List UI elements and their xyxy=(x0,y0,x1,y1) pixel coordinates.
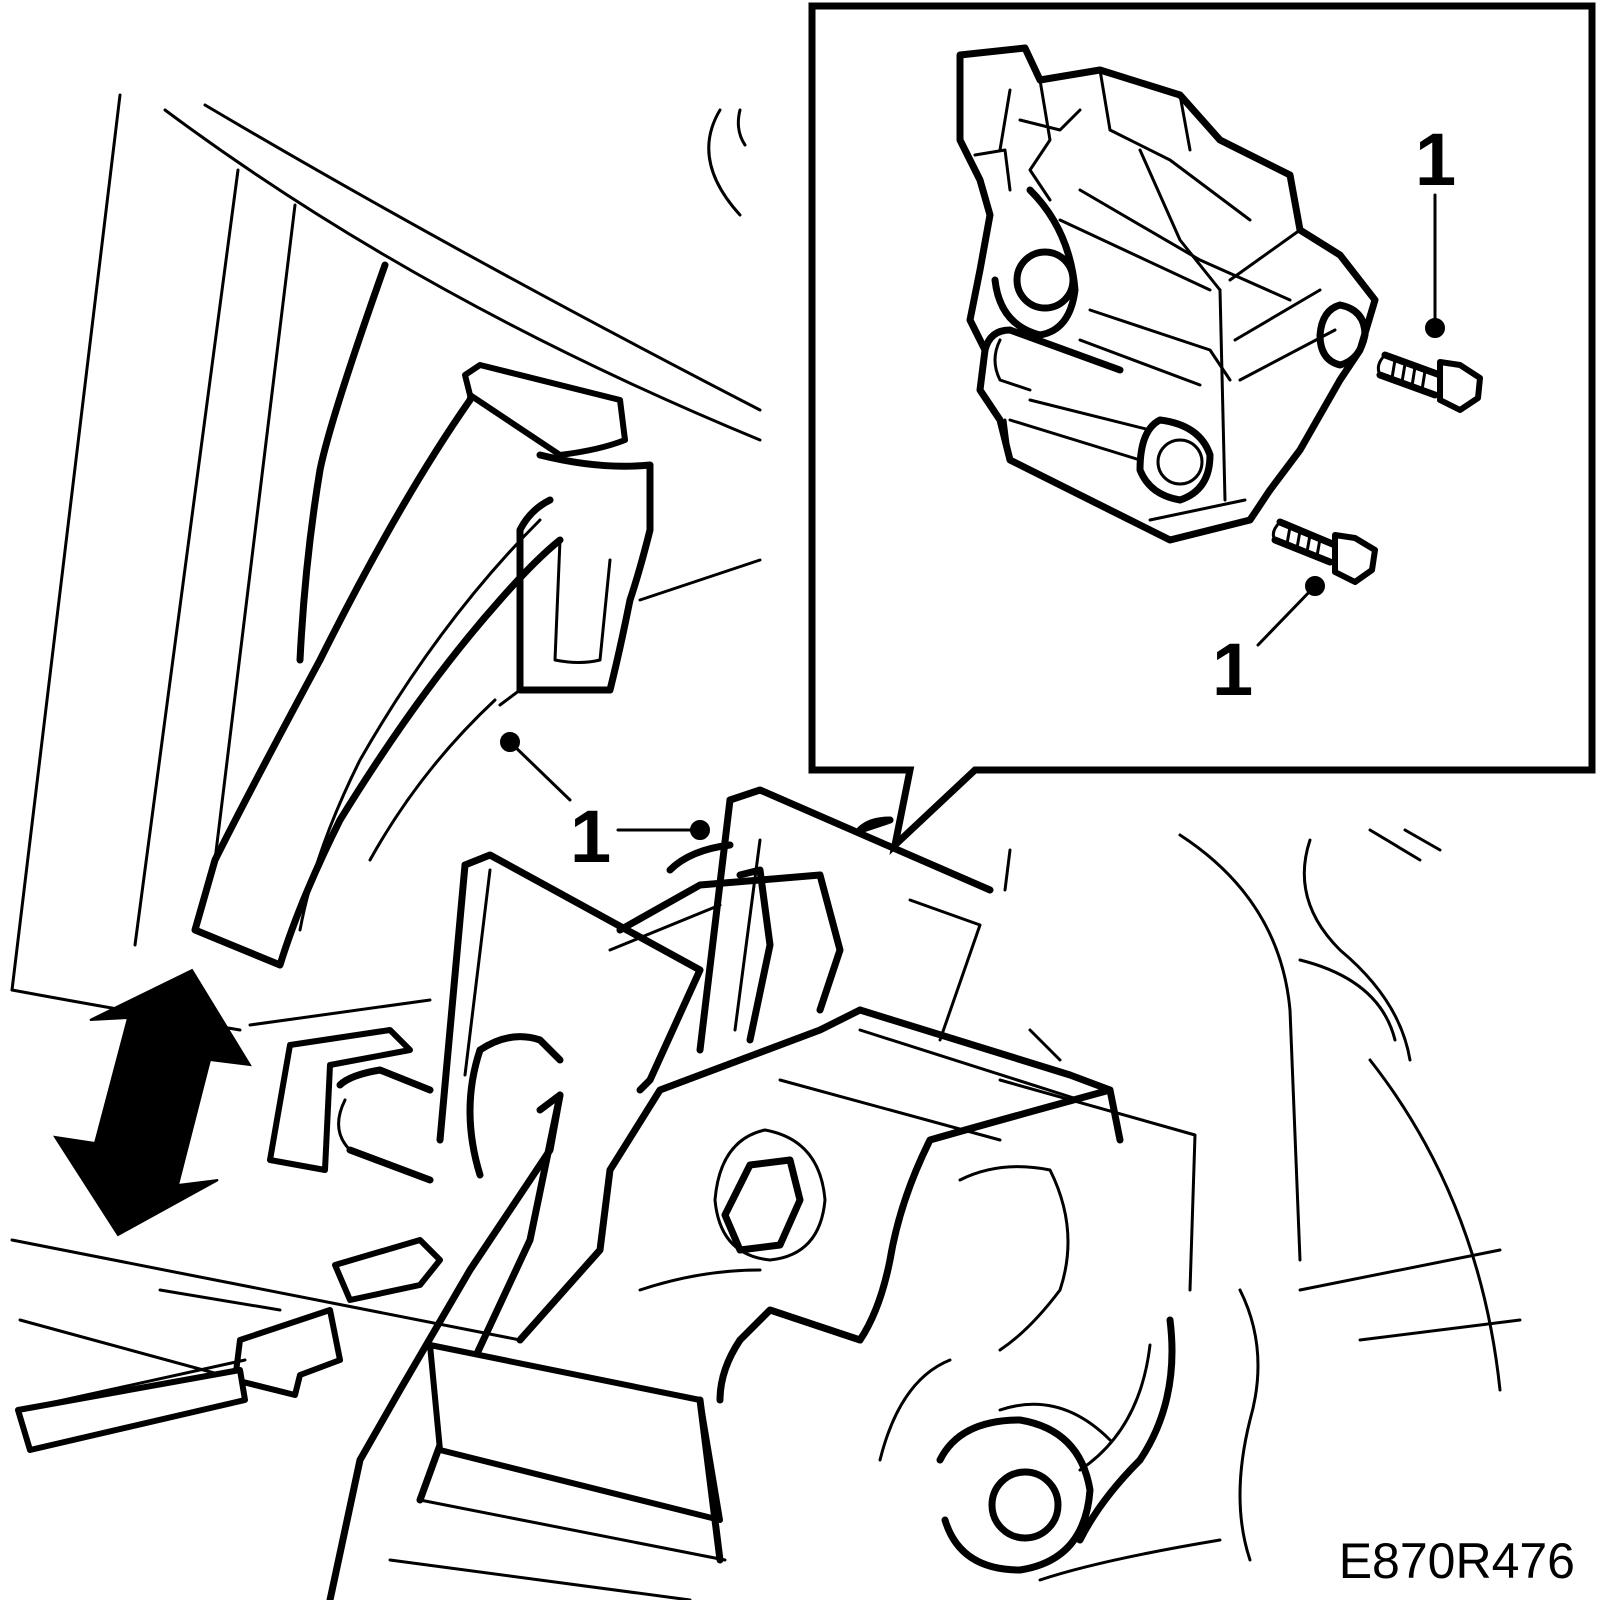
main-assembly-view: 1 xyxy=(10,93,1522,1600)
frame-lines xyxy=(10,93,762,1032)
support-bracket xyxy=(191,261,654,969)
up-down-arrow xyxy=(52,968,252,1237)
callout-label-inset-bottom: 1 xyxy=(1212,628,1253,711)
mount-mechanism xyxy=(10,786,1522,1600)
screw-upper xyxy=(1376,351,1483,413)
screw-lower xyxy=(1271,518,1378,585)
callout-label-inset-top: 1 xyxy=(1415,118,1456,201)
actuator-module xyxy=(956,44,1379,544)
figure-code: E870R476 xyxy=(1339,1533,1575,1589)
main-callout-leaders xyxy=(500,732,710,840)
callout-label-main: 1 xyxy=(570,795,611,878)
inset-detail-view: 1 1 xyxy=(808,2,1596,856)
inset-frame xyxy=(808,2,1596,856)
inset-callout-leaders xyxy=(1256,193,1445,647)
